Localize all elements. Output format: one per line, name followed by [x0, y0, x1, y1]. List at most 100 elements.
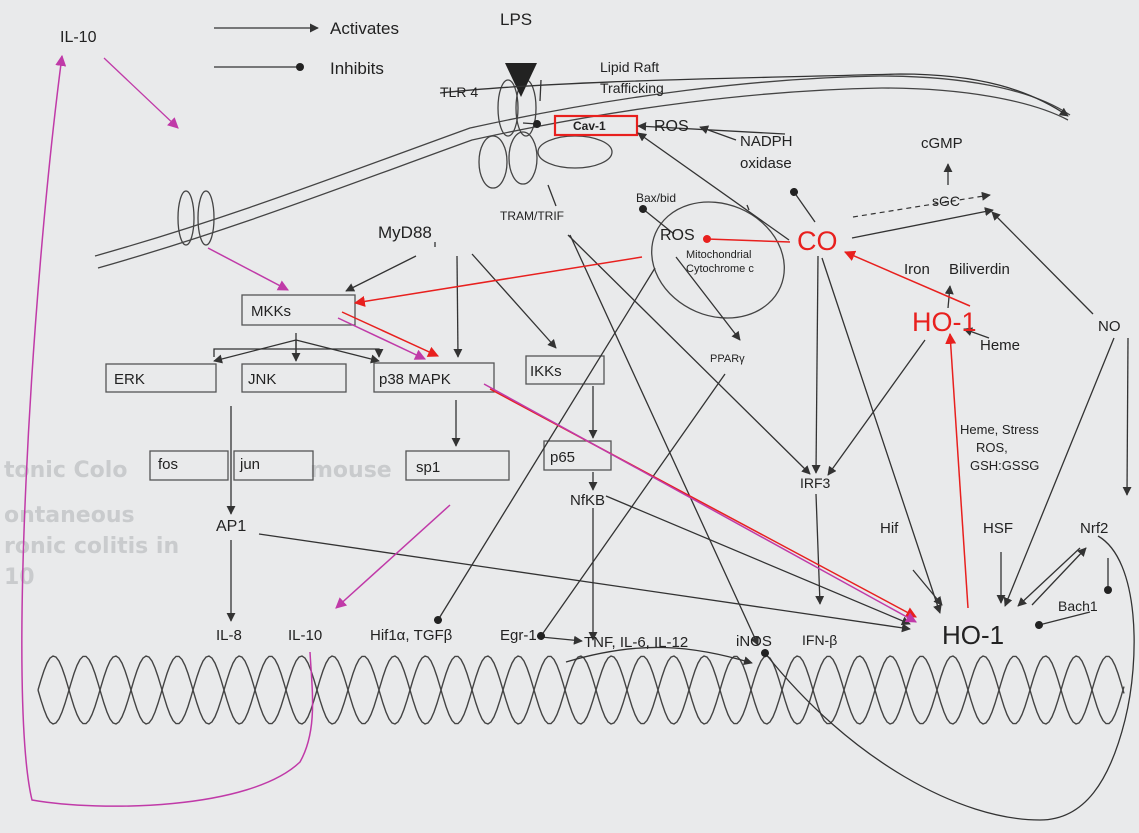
tnf-to-inos-curve [565, 646, 753, 666]
co-to-sgc-dashed-arrow [852, 191, 991, 218]
mkks-box [241, 294, 356, 326]
cell-membrane [94, 75, 1071, 269]
co-to-sgc-arrow [851, 207, 994, 239]
nadph-label-1: NADPH [740, 133, 793, 150]
ikks-label: IKKs [530, 363, 562, 380]
background-ghost-text: tonic Colo mouse ontaneous ronic colitis… [4, 458, 392, 590]
ghost-text-4: 10 [4, 565, 35, 590]
myd88-to-p38-arrow [453, 255, 463, 358]
ap1-to-ho1-arrow [258, 533, 911, 633]
egr1-to-tnf-arrow [540, 635, 583, 645]
lps-triangle [505, 63, 537, 97]
co-to-ho1-arrow [821, 257, 942, 614]
cav1-box [553, 114, 639, 137]
cav1-label: Cav-1 [573, 119, 606, 133]
bach1-label: Bach1 [1058, 598, 1098, 614]
tlr4-lower-left [478, 135, 508, 189]
jnk-box [241, 363, 347, 393]
tlr4-left [497, 79, 519, 137]
lipid-raft-label-2: Trafficking [600, 80, 664, 96]
p65-box [543, 440, 612, 471]
co-to-mkks-red [353, 256, 643, 307]
tram-to-irf3-arrow [567, 234, 811, 475]
iron-label: Iron [904, 261, 930, 278]
co-inhibits-ros-red [703, 235, 791, 243]
tnf-label: TNF, IL-6, IL-12 [584, 634, 688, 651]
p38-to-ho1-magenta [483, 383, 917, 623]
bax-bid-label: Bax/bid [636, 191, 676, 205]
il10-feedback-loop [21, 54, 314, 807]
p38-box [373, 362, 495, 393]
il10-bottom-label: IL-10 [288, 627, 322, 644]
nadph-label-2: oxidase [740, 155, 792, 172]
heme-label: Heme [980, 337, 1020, 354]
heme-to-ho1-arrow [963, 327, 990, 339]
co-to-cav1-arrow [637, 121, 786, 135]
mkks-to-erk-arrow [213, 339, 297, 364]
sp1-label: sp1 [416, 459, 440, 476]
erk-box [105, 363, 217, 393]
nrf2-label: Nrf2 [1080, 520, 1108, 537]
nadph-to-ros-arrow [699, 125, 737, 141]
stress-label-2: ROS, [976, 440, 1008, 455]
fos-box [149, 450, 229, 481]
ros-to-hif1a-line [434, 267, 656, 624]
il8-label: IL-8 [216, 627, 242, 644]
ho1-gene-label: HO-1 [942, 620, 1004, 650]
caveolae [537, 135, 613, 169]
nrf2-to-ho1-arrow [1017, 547, 1081, 607]
jun-box [233, 450, 314, 481]
lipid-raft-arrow [439, 73, 1069, 117]
egr1-label: Egr-1 [500, 627, 537, 644]
ghost-text-2: ontaneous [4, 503, 135, 528]
fos-label: fos [158, 456, 178, 473]
receptor-to-mkks-magenta [207, 247, 289, 291]
ho1-upper-label: HO-1 [912, 307, 977, 337]
receptors [177, 79, 785, 319]
cav1-inhibits-tlr4 [522, 120, 541, 128]
activation-arrows [103, 23, 1132, 666]
mito-label-1: Mitochondrial [686, 249, 751, 261]
mitochondrion [651, 201, 785, 319]
labels: Activates Inhibits LPS IL-10 Lipid Raft … [60, 10, 1121, 651]
lipid-raft-label-1: Lipid Raft [600, 59, 659, 75]
sp1-to-il10-magenta [335, 504, 451, 609]
co-to-irf3-arrow [811, 255, 821, 474]
ikks-box [525, 355, 605, 385]
myd88-label: MyD88 [378, 223, 432, 242]
no-label: NO [1098, 318, 1121, 335]
sgc-label: sGC [932, 193, 960, 209]
erk-label: ERK [114, 371, 145, 388]
nfkb-label: NfKB [570, 492, 605, 509]
hif-to-ho1-arrow [912, 569, 943, 606]
ppar-inhibits-egr1 [537, 373, 726, 640]
il10-top-label: IL-10 [60, 29, 97, 46]
il10-receptor-right [197, 190, 215, 246]
ghost-text-1: tonic Colo [4, 458, 127, 483]
tram-trif-label: TRAM/TRIF [500, 209, 564, 223]
no-to-sgc-arrow [991, 211, 1094, 315]
irf3-label: IRF3 [800, 475, 831, 491]
mkks-label: MKKs [251, 303, 291, 320]
sp1-box [405, 450, 510, 481]
inhibition-lines [214, 63, 1135, 821]
hif-label: Hif [880, 520, 899, 537]
ppar-label: PPARγ [710, 353, 745, 365]
ros-inhibits-bax [639, 205, 675, 235]
tlr4-lower-right [508, 131, 538, 185]
p65-label: p65 [550, 449, 575, 466]
ho1-to-co-red [843, 250, 971, 307]
legend-inhibits-label: Inhibits [330, 59, 384, 78]
il10-to-receptor-arrow [103, 57, 179, 129]
tlr4-label: TLR 4 [440, 84, 478, 100]
no-to-ho1-arrow [1003, 337, 1115, 607]
nrf2-inhibits-inos-loop [761, 535, 1135, 821]
legend-activates-label: Activates [330, 19, 399, 38]
bach1-inhibits-ho1 [1035, 611, 1091, 629]
ho1-to-irf3-arrow [827, 339, 926, 476]
myd88-to-mkks-arrow [345, 255, 417, 292]
bax-stem [746, 204, 750, 211]
node-boxes [105, 114, 639, 481]
biliverdin-label: Biliverdin [949, 261, 1010, 278]
